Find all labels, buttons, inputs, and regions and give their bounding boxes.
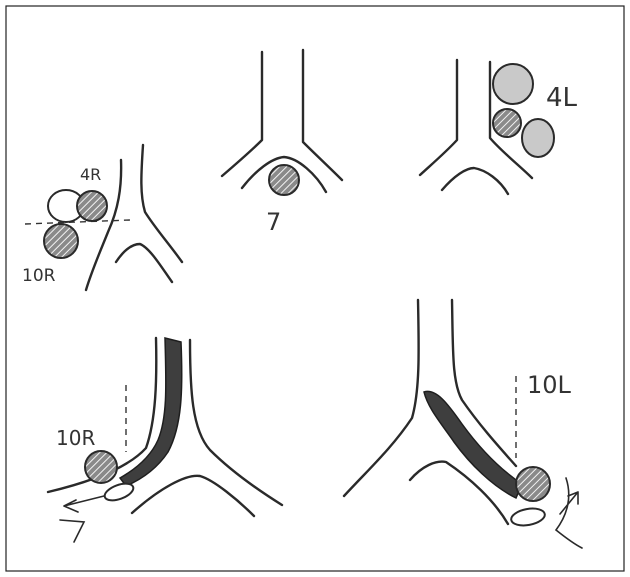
label-10l: 10L xyxy=(527,371,572,399)
label-7: 7 xyxy=(266,208,281,236)
lymph-node-10r xyxy=(85,451,117,483)
label-10r-top: 10R xyxy=(22,266,56,286)
lymph-node-10r xyxy=(44,224,78,258)
label-4r: 4R xyxy=(80,165,101,184)
lymph-node-4l-hatched xyxy=(493,109,521,137)
lymph-node-7 xyxy=(269,165,299,195)
lymph-node-4l-upper xyxy=(493,64,533,104)
lymph-node-10l xyxy=(516,467,550,501)
lymph-node-4r xyxy=(77,191,107,221)
label-4l: 4L xyxy=(546,83,578,113)
lymph-node-4l-lower xyxy=(522,119,554,157)
label-10r-bottom: 10R xyxy=(56,426,95,450)
